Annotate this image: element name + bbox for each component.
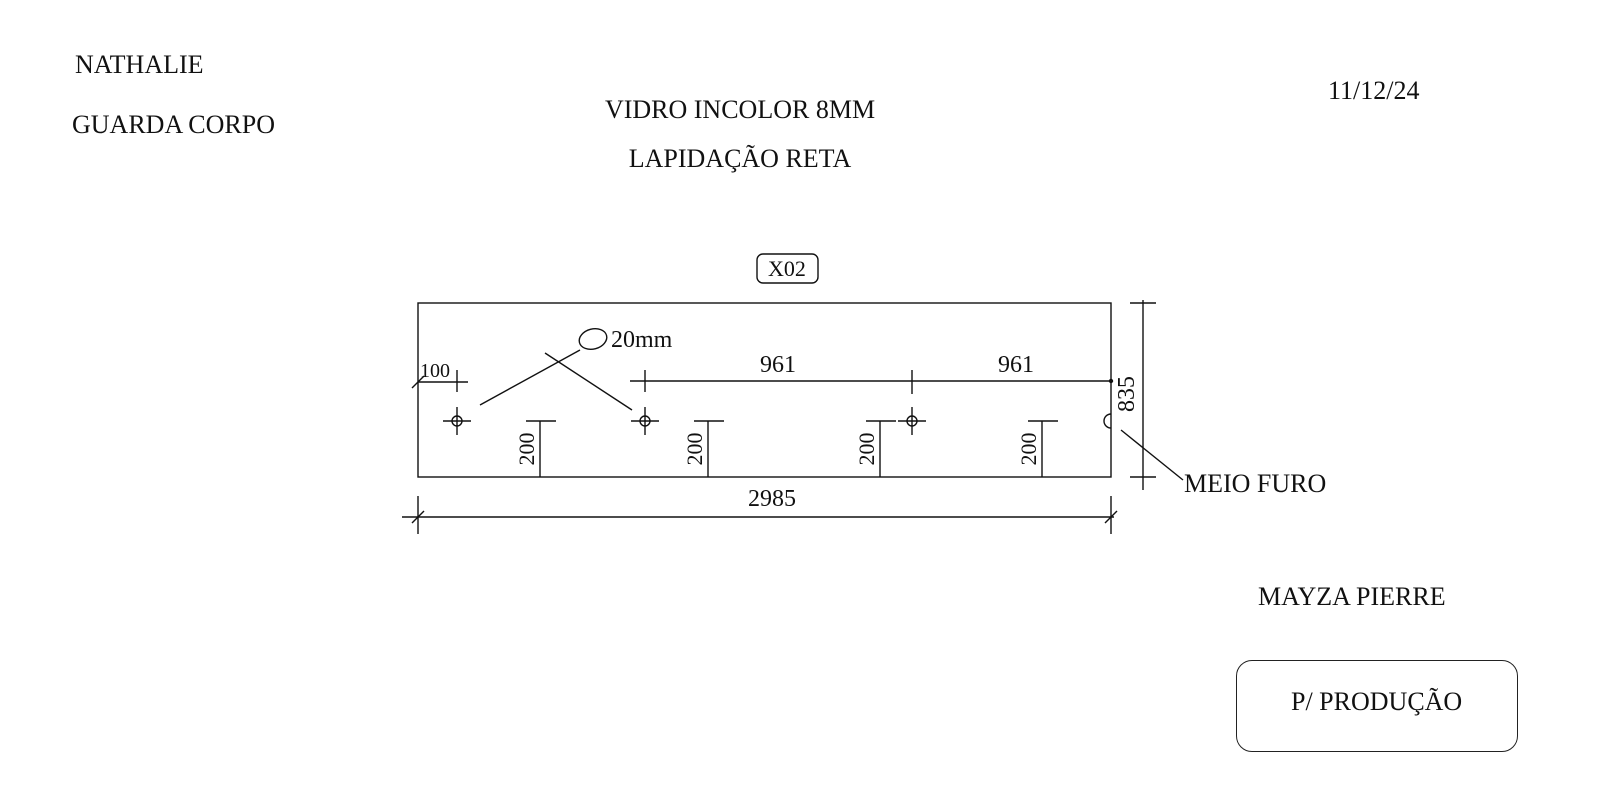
leader-line-2 <box>544 352 633 411</box>
hole-diameter-label: 20mm <box>611 327 673 353</box>
production-status-label: P/ PRODUÇÃO <box>1291 687 1463 716</box>
dim-spacing-2: 961 <box>998 352 1034 378</box>
finish-title: LAPIDAÇÃO RETA <box>628 144 852 173</box>
dim-total-width: 2985 <box>748 486 796 512</box>
leader-line-1 <box>479 349 581 406</box>
dim-depth-lines-3 <box>866 420 896 477</box>
meio-furo-callout: MEIO FURO <box>1184 469 1326 498</box>
hole-diameter-symbol <box>578 327 608 351</box>
dim-depth-lines-1 <box>526 420 556 477</box>
dim-hole-depth-1: 200 <box>514 433 539 466</box>
dim-depth-lines-2 <box>694 420 724 477</box>
dim-hole-depth-2: 200 <box>682 433 707 466</box>
dim-spacing-lines <box>630 370 1114 394</box>
piece-tag-box <box>756 253 819 284</box>
material-title: VIDRO INCOLOR 8MM <box>604 95 876 124</box>
dim-depth-lines-4 <box>1028 420 1058 477</box>
production-status-box: P/ PRODUÇÃO <box>1236 660 1518 752</box>
dim-height-lines <box>1130 300 1156 490</box>
product-name: GUARDA CORPO <box>72 110 275 139</box>
dim-width-lines <box>402 496 1118 534</box>
half-hole <box>1103 413 1112 429</box>
date: 11/12/24 <box>1328 76 1420 105</box>
dim-spacing-1: 961 <box>760 352 796 378</box>
glass-panel-outline <box>417 302 1112 478</box>
meio-furo-leader <box>1120 429 1184 481</box>
hole-1 <box>443 407 471 435</box>
author-name: MAYZA PIERRE <box>1258 582 1446 611</box>
dim-height: 835 <box>1114 376 1140 412</box>
hole-2 <box>631 407 659 435</box>
dim-edge-offset: 100 <box>420 360 450 382</box>
hole-3 <box>898 407 926 435</box>
dim-edge-offset-lines <box>411 370 468 392</box>
dim-hole-depth-4: 200 <box>1016 433 1041 466</box>
piece-tag: X02 <box>768 256 806 281</box>
client-name: NATHALIE <box>75 50 204 79</box>
dim-hole-depth-3: 200 <box>854 433 879 466</box>
